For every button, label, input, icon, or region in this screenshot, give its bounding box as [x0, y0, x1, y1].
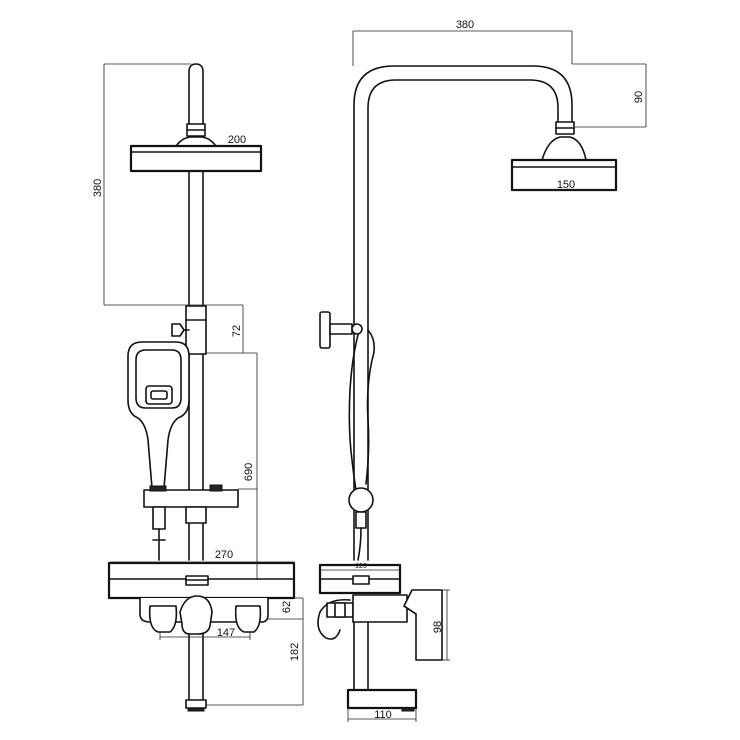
dim-front-valve-centers: 147 [217, 627, 235, 639]
dim-front-head-width: 200 [228, 134, 246, 146]
side-diverter [352, 575, 370, 585]
dim-front-rail-height: 380 [92, 179, 104, 197]
front-shower-head-plate [129, 144, 263, 173]
front-dimensions: 380 200 72 690 270 62 147 182 [92, 63, 304, 706]
side-view [317, 65, 618, 712]
dim-side-head-depth: 150 [557, 179, 575, 191]
dim-front-bar-height: 690 [243, 463, 255, 481]
side-dimensions: 380 90 150 120 98 110 [320, 19, 647, 722]
dim-side-valve-height: 98 [432, 621, 444, 633]
side-gooseneck-arm [353, 65, 573, 306]
dim-side-shelf-depth: 120 [355, 563, 367, 570]
front-right-valve [234, 605, 262, 633]
side-base [346, 688, 418, 710]
side-bracket-disc [319, 311, 331, 349]
dim-side-arm-drop: 90 [633, 91, 645, 103]
dim-front-bracket-offset: 72 [231, 325, 243, 337]
front-hand-shower [127, 341, 190, 489]
side-hose-loop [317, 598, 351, 640]
front-bracket-knob [171, 323, 185, 337]
dim-side-base-depth: 110 [374, 709, 392, 721]
dim-front-spout-height: 182 [289, 643, 301, 661]
front-shower-head-cone [175, 136, 217, 147]
front-view [107, 63, 296, 712]
side-shower-head-cone [541, 136, 587, 161]
front-spout-outlet [185, 699, 207, 709]
side-hose [365, 329, 376, 485]
front-upper-pipe [188, 63, 204, 131]
dim-side-arm-reach: 380 [456, 19, 474, 31]
side-holder-ball [348, 487, 374, 513]
dim-front-spout-offset: 62 [281, 601, 293, 613]
front-holder-bar [143, 489, 239, 508]
dim-front-shelf-width: 270 [215, 549, 233, 561]
front-mixer-lever [179, 595, 213, 635]
front-left-valve [148, 605, 178, 633]
